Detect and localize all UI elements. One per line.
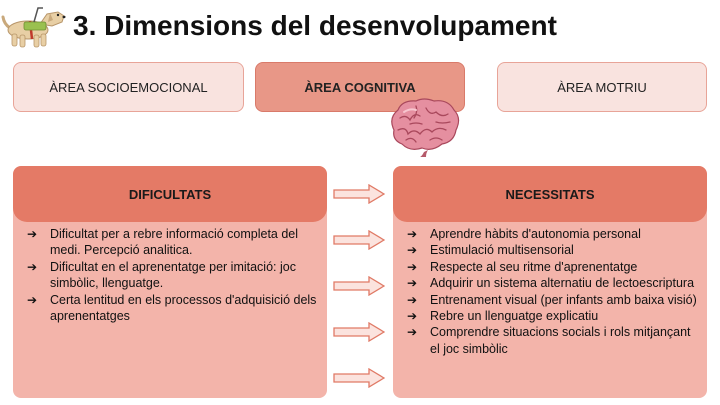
list-item-text: Rebre un llenguatge explicatiu (430, 309, 599, 324)
list-item: ➔ Adquirir un sistema alternatiu de lecto… (407, 275, 699, 291)
guide-dog-icon (1, 7, 66, 48)
list-item: ➔ Dificultat en el aprenentatge per imita… (27, 259, 319, 292)
right-arrow-icon (333, 230, 385, 250)
dificultats-list: ➔ Dificultat per a rebre informació compl… (13, 222, 327, 324)
list-item-text: Dificultat per a rebre informació comple… (50, 227, 299, 258)
dificultats-title: DIFICULTATS (13, 166, 327, 222)
necessitats-list: ➔ Aprendre hàbits d'autonomia personal ➔ E… (393, 222, 707, 357)
area-motriu[interactable]: ÀREA MOTRIU (497, 62, 707, 112)
list-item-text: Certa lentitud en els processos d'adquis… (50, 292, 317, 324)
brain-icon (391, 98, 460, 157)
list-item: ➔ Entrenament visual (per infants amb bai… (407, 292, 699, 308)
necessitats-panel: NECESSITATS ➔ Aprendre hàbits d'autonomia… (393, 166, 707, 398)
list-item-text: Aprendre hàbits d'autonomia personal (430, 227, 641, 241)
arrow-bullet-icon: ➔ (27, 227, 38, 241)
page-title: 3. Dimensions del desenvolupament (73, 10, 557, 41)
list-item: ➔ Comprendre situacions socials i rols mi… (407, 324, 699, 357)
list-item: ➔ Certa lentitud en els processos d'adqui… (27, 292, 319, 325)
right-arrow-icon (333, 368, 385, 388)
list-item-text: Estimulació multisensorial (430, 243, 574, 258)
list-item: ➔ Estimulació multisensorial (407, 242, 699, 258)
arrow-bullet-icon: ➔ (407, 227, 418, 241)
arrow-bullet-icon: ➔ (27, 259, 38, 274)
list-item: ➔ Respecte al seu ritme d'aprenentatge (407, 259, 699, 275)
arrow-bullet-icon: ➔ (407, 243, 418, 258)
arrow-bullet-icon: ➔ (27, 292, 38, 307)
arrow-bullet-icon: ➔ (407, 276, 418, 291)
dificultats-panel: DIFICULTATS ➔ Dificultat per a rebre info… (13, 166, 327, 398)
list-item-text: Comprendre situacions socials i rols mit… (430, 325, 691, 356)
list-item: ➔ Aprendre hàbits d'autonomia personal (407, 226, 699, 242)
area-socioemocional[interactable]: ÀREA SOCIOEMOCIONAL (13, 62, 244, 112)
arrow-bullet-icon: ➔ (407, 292, 418, 307)
list-item-text: Dificultat en el aprenentatge per imitac… (50, 259, 296, 291)
right-arrow-icon (333, 184, 385, 204)
right-arrow-icon (333, 322, 385, 342)
list-item: ➔ Rebre un llenguatge explicatiu (407, 308, 699, 324)
arrow-bullet-icon: ➔ (407, 259, 418, 274)
arrow-bullet-icon: ➔ (407, 309, 418, 324)
necessitats-title: NECESSITATS (393, 166, 707, 222)
list-item-text: Entrenament visual (per infants amb baix… (430, 292, 697, 307)
right-arrow-icon (333, 276, 385, 296)
list-item: ➔ Dificultat per a rebre informació compl… (27, 226, 319, 259)
list-item-text: Respecte al seu ritme d'aprenentatge (430, 259, 638, 274)
arrow-bullet-icon: ➔ (407, 325, 418, 340)
list-item-text: Adquirir un sistema alternatiu de lectoe… (430, 276, 695, 291)
